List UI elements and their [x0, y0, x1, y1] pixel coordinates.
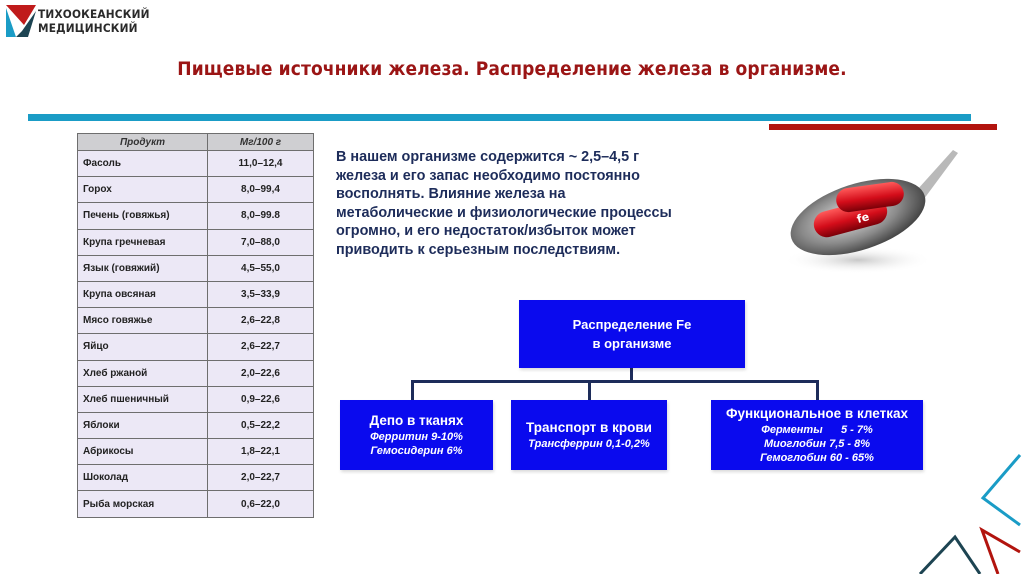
node-item: Трансферрин 0,1-0,2%	[528, 438, 650, 450]
node-title: Депо в тканях	[369, 413, 464, 428]
table-row: Язык (говяжий)4,5–55,0	[77, 254, 314, 282]
product-cell: Крупа гречневая	[77, 228, 208, 256]
mg-cell: 2,6–22,8	[207, 307, 314, 335]
root-node-line-1: Распределение Fe	[572, 317, 692, 332]
root-node-line-2: в организме	[592, 336, 672, 351]
product-cell: Яйцо	[77, 333, 208, 361]
mg-cell: 0,5–22,2	[207, 411, 314, 440]
logo: ТИХООКЕАНСКИЙ МЕДИЦИНСКИЙ	[6, 5, 166, 39]
paragraph-line: приводить к серьезным последствиям.	[336, 241, 621, 258]
mg-cell: 1,8–22,1	[207, 438, 314, 466]
mg-cell: 4,5–55,0	[207, 254, 314, 282]
mg-cell: 3,5–33,9	[207, 280, 314, 309]
paragraph-line: метаболические и физиологические процесс…	[336, 204, 672, 221]
product-cell: Язык (говяжий)	[77, 254, 208, 282]
product-cell: Абрикосы	[77, 438, 208, 466]
paragraph-line: восполнять. Влияние железа на	[336, 186, 566, 203]
product-cell: Печень (говяжья)	[77, 202, 208, 230]
intro-paragraph: В нашем организме содержится ~ 2,5–4,5 г…	[336, 148, 756, 260]
diagram-node-cell-functional: Функциональное в клетках Ферменты 5 - 7%…	[711, 400, 923, 470]
node-item: Ферменты 5 - 7%	[761, 424, 873, 436]
mg-cell: 0,9–22,6	[207, 385, 314, 413]
node-item: Гемосидерин 6%	[370, 445, 463, 457]
table-header-row: Продукт Мг/100 г	[77, 133, 314, 151]
product-cell: Хлеб ржаной	[77, 359, 208, 387]
column-header-product: Продукт	[77, 133, 208, 151]
diagram-node-tissue-depot: Депо в тканях Ферритин 9-10% Гемосидерин…	[340, 400, 493, 470]
connector-root-down	[630, 368, 633, 382]
corner-decoration-icon	[918, 454, 1022, 574]
mg-cell: 11,0–12,4	[207, 149, 314, 178]
mg-cell: 8,0–99,4	[207, 176, 314, 204]
column-header-mg: Мг/100 г	[207, 133, 314, 151]
connector-left	[411, 380, 414, 400]
mg-cell: 8,0–99.8	[207, 202, 314, 230]
connector-right	[816, 380, 819, 400]
paragraph-line: В нашем организме содержится ~ 2,5–4,5 г	[336, 149, 640, 165]
logo-line-1: ТИХООКЕАНСКИЙ	[38, 7, 150, 21]
connector-middle	[588, 380, 591, 400]
accent-bar-blue	[28, 114, 971, 121]
mg-cell: 0,6–22,0	[207, 490, 314, 518]
product-cell: Рыба морская	[77, 490, 208, 518]
node-title: Транспорт в крови	[526, 420, 652, 435]
page-title: Пищевые источники железа. Распределение …	[177, 58, 847, 80]
node-item: Миоглобин 7,5 - 8%	[763, 438, 871, 450]
diagram-root-node: Распределение Fe в организме	[519, 300, 745, 368]
paragraph-line: железа и его запас необходимо постоянно	[336, 167, 640, 184]
spoon-capsules-image: fe	[783, 150, 958, 274]
product-cell: Крупа овсяная	[77, 280, 208, 309]
logo-text: ТИХООКЕАНСКИЙ МЕДИЦИНСКИЙ	[38, 7, 150, 35]
node-item: Ферритин 9-10%	[370, 431, 463, 443]
product-cell: Мясо говяжье	[77, 307, 208, 335]
diagram-node-blood-transport: Транспорт в крови Трансферрин 0,1-0,2%	[511, 400, 667, 470]
mg-cell: 2,0–22,6	[207, 359, 314, 387]
product-cell: Хлеб пшеничный	[77, 385, 208, 413]
capsule-label: fe	[855, 210, 870, 226]
logo-mark-icon	[6, 5, 36, 37]
mg-cell: 2,0–22,7	[207, 464, 314, 492]
node-item: Гемоглобин 60 - 65%	[760, 452, 874, 464]
product-cell: Яблоки	[77, 411, 208, 440]
node-title: Функциональное в клетках	[725, 406, 909, 421]
paragraph-line: огромно, и его недостаток/избыток может	[336, 223, 636, 240]
product-cell: Фасоль	[77, 149, 208, 178]
product-cell: Шоколад	[77, 464, 208, 492]
logo-line-2: МЕДИЦИНСКИЙ	[38, 21, 138, 35]
connector-horizontal	[411, 380, 819, 383]
product-cell: Горох	[77, 176, 208, 204]
accent-bar-red	[769, 124, 997, 130]
mg-cell: 7,0–88,0	[207, 228, 314, 256]
table-row: Печень (говяжья)8,0–99.8	[77, 202, 314, 230]
mg-cell: 2,6–22,7	[207, 333, 314, 361]
